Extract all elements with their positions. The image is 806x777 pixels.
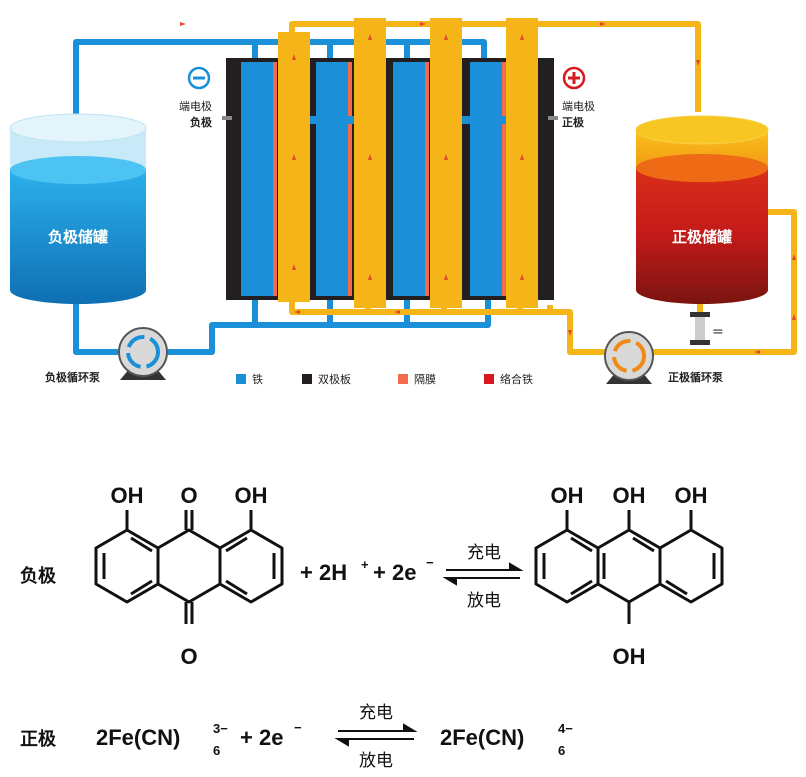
equilibrium-arrows-positive xyxy=(334,723,418,747)
equilibrium-arrows-negative xyxy=(442,562,524,586)
positive-terminal: 端电极 正极 xyxy=(562,66,595,129)
legend-swatch-bipolar xyxy=(302,374,312,384)
legend-label-bipolar: 双极板 xyxy=(318,372,351,386)
negative-terminal: 端电极 负极 xyxy=(179,66,213,129)
product-superscript: 4− xyxy=(558,721,573,736)
reactant-ferricyanide: 2Fe(CN) xyxy=(96,725,180,750)
negative-pump-icon: 负极循环泵 xyxy=(45,327,168,384)
positive-tank: 正极储罐 xyxy=(635,115,769,304)
pos-terminal-line2: 正极 xyxy=(562,115,585,129)
reactant-o-top: O xyxy=(180,483,197,508)
legend-label-iron: 铁 xyxy=(252,373,263,386)
neg-terminal-line1: 端电极 xyxy=(179,99,212,113)
discharge-label-negative: 放电 xyxy=(467,591,501,611)
pos-terminal-line1: 端电极 xyxy=(562,99,595,113)
legend-label-complex-iron: 络合铁 xyxy=(500,372,533,386)
product-oh-mid: OH xyxy=(613,483,646,508)
reactant-o-bottom: O xyxy=(180,644,197,669)
h-charge: + xyxy=(361,557,369,572)
e-charge-pos: − xyxy=(294,720,302,735)
legend-swatch-membrane xyxy=(398,374,408,384)
positive-tank-label: 正极储罐 xyxy=(672,228,732,246)
legend-label-membrane: 隔膜 xyxy=(414,373,436,386)
product-subscript: 6 xyxy=(558,743,565,758)
positive-pump-label: 正极循环泵 xyxy=(668,370,723,384)
reactant-oh-left: OH xyxy=(111,483,144,508)
positive-electrodes xyxy=(278,18,538,308)
stack-connectors xyxy=(222,116,558,124)
charge-label-negative: 充电 xyxy=(467,543,501,563)
reactant-superscript: 3− xyxy=(213,721,228,736)
plus-2h: + 2H xyxy=(300,560,347,585)
positive-pump-icon: 正极循环泵 xyxy=(604,331,723,384)
charge-label-positive: 充电 xyxy=(359,703,393,723)
neg-terminal-line2: 负极 xyxy=(190,115,213,129)
product-oh-right: OH xyxy=(675,483,708,508)
negative-pipes xyxy=(73,39,491,355)
negative-tank-label: 负极储罐 xyxy=(48,228,108,246)
legend: 铁 双极板 隔膜 络合铁 xyxy=(236,372,533,386)
product-oh-bottom: OH xyxy=(613,644,646,669)
discharge-label-positive: 放电 xyxy=(359,751,393,771)
plus-2e: + 2e xyxy=(373,560,416,585)
flow-arrows xyxy=(180,22,796,354)
legend-swatch-iron xyxy=(236,374,246,384)
reactant-oh-right: OH xyxy=(235,483,268,508)
anthrahydroquinone-structure xyxy=(534,510,724,624)
plus-2e-pos: + 2e xyxy=(240,725,283,750)
positive-reaction-label: 正极 xyxy=(20,729,57,750)
column-arrows xyxy=(292,34,524,280)
e-charge-neg: − xyxy=(426,555,434,570)
negative-electrodes xyxy=(241,62,502,296)
product-ferrocyanide: 2Fe(CN) xyxy=(440,725,524,750)
valve-icon: = xyxy=(690,312,724,345)
reactant-subscript: 6 xyxy=(213,743,220,758)
svg-text:=: = xyxy=(712,324,724,340)
negative-tank: 负极储罐 xyxy=(9,113,147,304)
negative-reaction-label: 负极 xyxy=(20,565,57,587)
negative-pump-label: 负极循环泵 xyxy=(45,370,100,384)
product-oh-left: OH xyxy=(551,483,584,508)
anthraquinone-structure xyxy=(94,510,284,624)
legend-swatch-complex-iron xyxy=(484,374,494,384)
membranes xyxy=(273,62,506,296)
